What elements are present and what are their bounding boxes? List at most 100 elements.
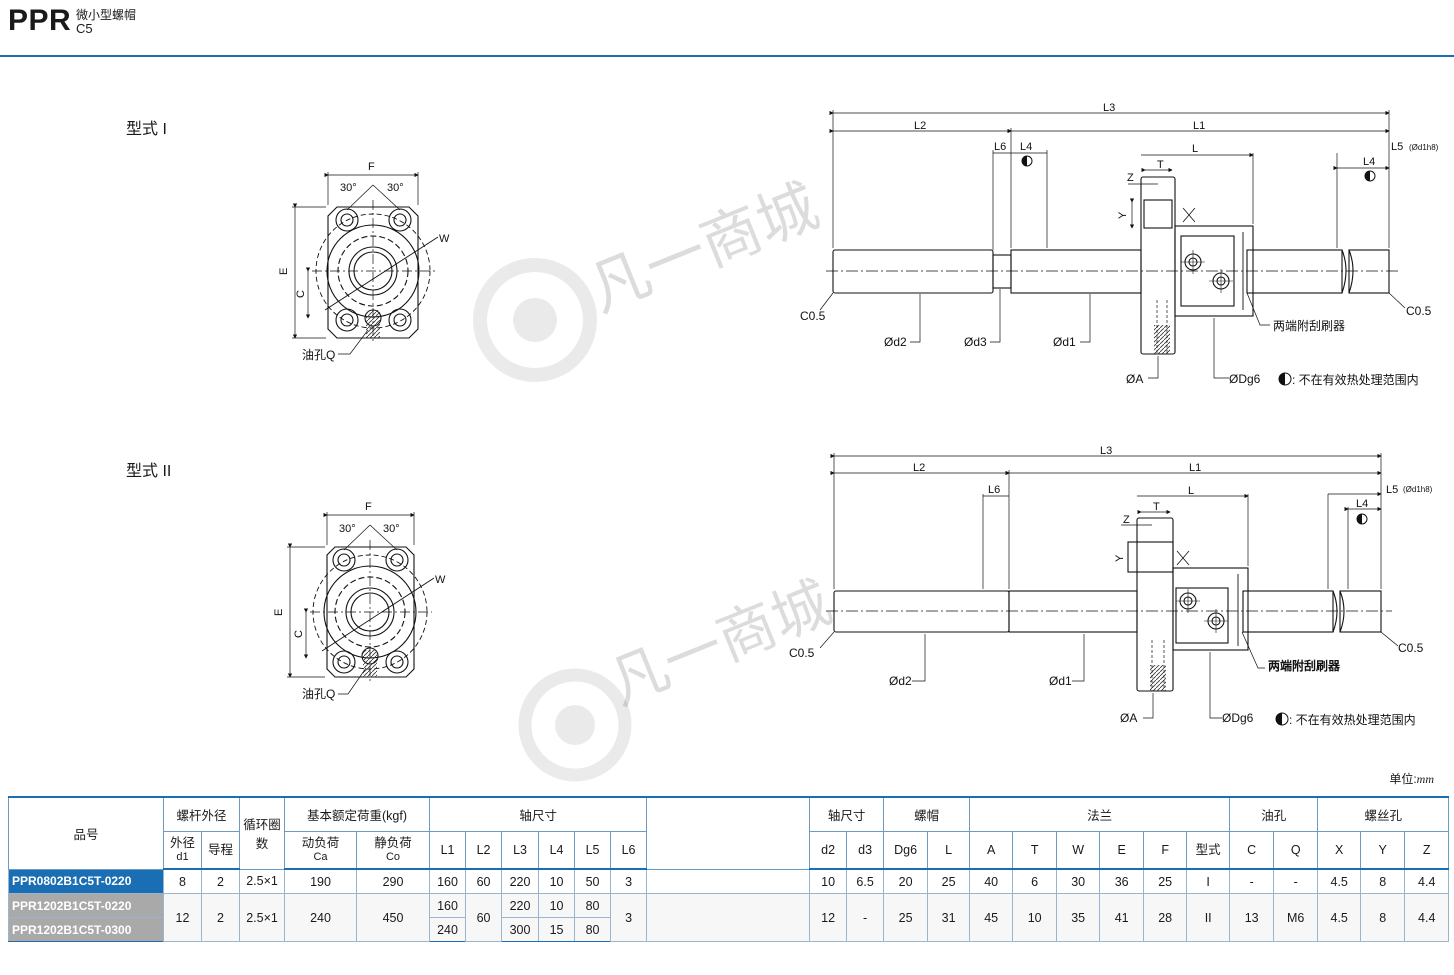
table-cell: 20 (883, 868, 929, 894)
note-heat-1: : 不在有效热处理范围内 (1292, 372, 1419, 387)
th-W: W (1056, 831, 1101, 870)
table-cell: II (1186, 893, 1231, 942)
th-L: L (927, 831, 971, 870)
flange-view-type-1 (292, 172, 439, 355)
th-Z: Z (1404, 831, 1450, 870)
label-wiper-1: 两端附刮刷器 (1273, 319, 1345, 333)
table-cell (646, 893, 811, 942)
table-cell: 31 (927, 893, 971, 942)
dim-Z-2: Z (1123, 514, 1130, 526)
label-oil-1: 油孔Q (302, 348, 335, 362)
watermark-logo (473, 258, 632, 782)
label-E-2: E (273, 609, 285, 616)
type-2-label: 型式 II (126, 463, 172, 480)
table-cell: 10 (538, 893, 576, 918)
table-cell: 2.5×1 (239, 893, 286, 942)
technical-drawings: 凡一商城 凡一商城 F 30° 30° W E C 油孔Q (273, 102, 1439, 782)
table-cell: - (1273, 868, 1319, 894)
table-cell: 3 (610, 893, 648, 942)
model-name: 微小型螺帽 (76, 8, 137, 22)
dim-L5-sub-1: (Ød1h8) (1409, 143, 1439, 152)
th-d3: d3 (846, 831, 885, 870)
spec-table: 品号 螺杆外径 循环圈数 基本额定荷重(kgf) 轴尺寸 轴尺寸 螺帽 法兰 油… (8, 796, 1450, 942)
dim-L4b-1: L4 (1363, 156, 1375, 168)
table-cell: 6 (1012, 868, 1058, 894)
th-Q: Q (1273, 831, 1319, 870)
label-angle-right-2: 30° (383, 523, 400, 535)
label-C-2: C (293, 630, 305, 638)
dim-L2-1: L2 (914, 120, 926, 132)
table-cell: 4.5 (1317, 868, 1362, 894)
label-C-1: C (295, 290, 307, 298)
th-screw-hole: 螺丝孔 (1317, 796, 1450, 832)
th-flange: 法兰 (969, 796, 1231, 832)
th-Y: Y (1360, 831, 1406, 870)
dim-C05a-2: C0.5 (789, 646, 815, 660)
table-cell: 2 (200, 868, 241, 894)
th-circuits: 循环圈数 (239, 796, 286, 870)
table-cell: 28 (1143, 893, 1188, 942)
dim-L1-1: L1 (1193, 120, 1205, 132)
table-cell: 4.4 (1404, 868, 1450, 894)
watermark-text-2: 凡一商城 (601, 570, 840, 717)
th-blank (646, 796, 811, 870)
dim-d2-2: Ød2 (889, 674, 912, 688)
table-cell: 40 (969, 868, 1014, 894)
th-L2: L2 (465, 831, 503, 870)
type-1-label: 型式 I (126, 121, 167, 138)
label-F-1: F (368, 161, 375, 173)
label-E-1: E (278, 268, 290, 275)
dim-A-1: ØA (1126, 372, 1143, 386)
table-cell: 450 (356, 893, 431, 942)
dim-Y-2: Y (1114, 554, 1126, 562)
flange-view-type-2 (287, 512, 435, 695)
unit-label: 单位:mm (1389, 772, 1434, 786)
dim-L6-2: L6 (988, 484, 1000, 496)
label-angle-left-2: 30° (339, 523, 356, 535)
th-screw-od: 螺杆外径 (162, 796, 241, 832)
table-cell: 240 (284, 893, 358, 942)
table-cell: 60 (465, 893, 503, 942)
table-cell: 25 (927, 868, 971, 894)
table-cell: 2 (200, 893, 241, 942)
table-cell: - (846, 893, 885, 942)
table-cell: 15 (538, 917, 576, 942)
th-Dg6: Dg6 (883, 831, 929, 870)
table-cell: 30 (1056, 868, 1101, 894)
th-lead: 导程 (200, 831, 241, 870)
dim-Y-1: Y (1117, 211, 1129, 219)
th-C: C (1229, 831, 1275, 870)
dim-Dg6-1: ØDg6 (1229, 372, 1261, 386)
table-cell: 10 (1012, 893, 1058, 942)
dim-L3-2: L3 (1100, 445, 1112, 457)
page-header: PPR 微小型螺帽 C5 (0, 0, 1454, 57)
part-number: PPR0802B1C5T-0220 (8, 868, 164, 894)
table-cell: 36 (1099, 868, 1145, 894)
th-L4: L4 (538, 831, 576, 870)
table-cell: 50 (574, 868, 612, 894)
th-L3: L3 (501, 831, 540, 870)
label-W-2: W (435, 574, 446, 586)
table-cell: 240 (429, 917, 467, 942)
table-row: PPR1202B1C5T-0220 12 2 2.5×1 240 450 160… (8, 893, 1450, 942)
dim-C05b-2: C0.5 (1398, 641, 1424, 655)
table-cell: 25 (883, 893, 929, 942)
th-shaft2: 轴尺寸 (809, 796, 885, 832)
table-cell: 13 (1229, 893, 1275, 942)
dim-T-1: T (1157, 159, 1164, 171)
dim-C05b-1: C0.5 (1406, 304, 1432, 318)
dim-L6-1: L6 (994, 141, 1006, 153)
table-cell: 290 (356, 868, 431, 894)
header-rule (0, 55, 1454, 57)
label-oil-2: 油孔Q (302, 687, 335, 701)
table-cell: 8 (163, 868, 202, 894)
shaft-view-type-1 (819, 110, 1406, 379)
table-cell: 25 (1143, 868, 1188, 894)
th-d2: d2 (809, 831, 848, 870)
dim-L4a-1: L4 (1020, 141, 1032, 153)
th-part: 品号 (8, 796, 164, 870)
table-cell: 220 (501, 893, 540, 918)
